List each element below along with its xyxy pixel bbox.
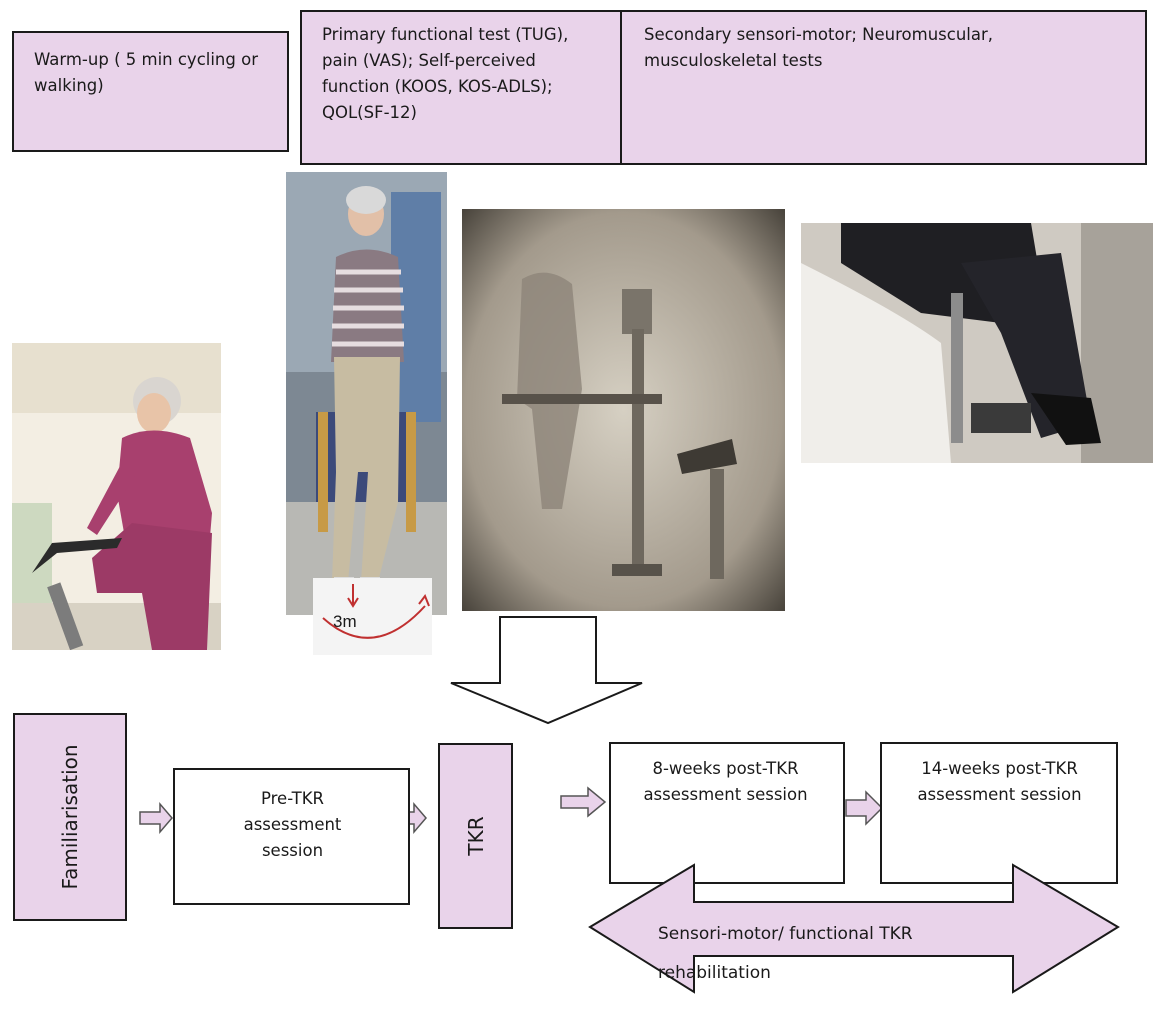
tug-walking-illustration — [286, 172, 447, 615]
tug-distance-label: 3m — [333, 612, 357, 631]
right-arrow-icon — [845, 790, 884, 826]
tug-distance-card: 3m — [313, 578, 432, 655]
rehab-label: Sensori-motor/ functional TKR rehabilita… — [658, 924, 913, 983]
tug-walking-photo — [286, 172, 447, 615]
exercise-bike-photo — [12, 343, 221, 650]
warmup-box: Warm-up ( 5 min cycling or walking) — [12, 31, 289, 152]
right-arrow-icon — [560, 786, 607, 818]
balance-platform-photo — [462, 209, 785, 611]
tug-path-arrows — [322, 584, 430, 639]
primary-tests-text: Primary functional test (TUG), pain (VAS… — [322, 25, 569, 122]
familiarisation-label: Familiarisation — [58, 744, 82, 890]
post-8-weeks-box: 8-weeks post-TKR assessment session — [609, 742, 845, 884]
down-arrow-icon — [450, 616, 643, 725]
tkr-box: TKR — [438, 743, 513, 929]
post-14-weeks-box: 14-weeks post-TKR assessment session — [880, 742, 1118, 884]
secondary-tests-box: Secondary sensori-motor; Neuromuscular, … — [620, 10, 1147, 165]
secondary-tests-text: Secondary sensori-motor; Neuromuscular, … — [644, 25, 994, 70]
pre-tkr-box: Pre-TKR assessment session — [173, 768, 410, 905]
familiarisation-box: Familiarisation — [13, 713, 127, 921]
post-8-weeks-label: 8-weeks post-TKR assessment session — [643, 759, 808, 804]
right-arrow-icon — [139, 801, 173, 835]
pre-tkr-label: Pre-TKR assessment session — [243, 789, 342, 860]
exercise-bike-illustration — [12, 343, 221, 650]
primary-tests-box: Primary functional test (TUG), pain (VAS… — [300, 10, 622, 165]
warmup-text: Warm-up ( 5 min cycling or walking) — [34, 50, 258, 95]
balance-platform-illustration — [462, 209, 785, 611]
dynamometer-photo — [801, 223, 1153, 463]
tkr-label: TKR — [463, 816, 488, 856]
dynamometer-illustration — [801, 223, 1153, 463]
post-14-weeks-label: 14-weeks post-TKR assessment session — [917, 759, 1082, 804]
